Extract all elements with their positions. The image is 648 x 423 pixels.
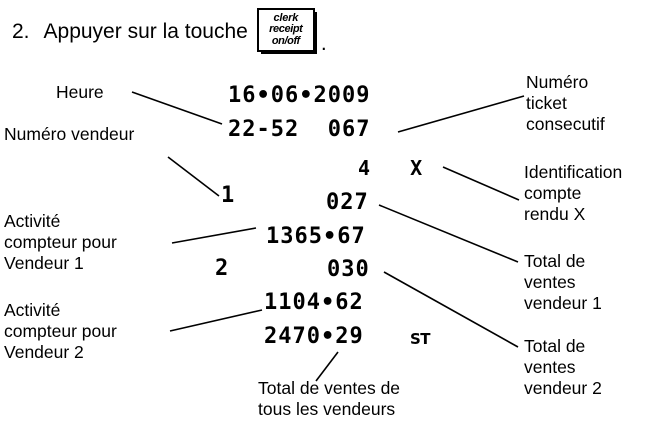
leader-identification [442, 166, 520, 201]
receipt-line-report-x: 4 X [358, 156, 424, 180]
receipt-line-clerk1-total: 1365•67 [266, 224, 366, 249]
annotation-total-v1: Total de ventes vendeur 1 [524, 251, 602, 313]
leader-total-v1 [378, 204, 519, 263]
leader-activite-v2 [169, 309, 263, 332]
step-period: . [320, 32, 327, 55]
receipt-line-clerk1-no: 1 [221, 183, 236, 208]
receipt-line-clerk2-total: 1104•62 [264, 290, 364, 315]
keycap-line-1: clerk [273, 12, 299, 25]
leader-heure [131, 91, 223, 125]
step-instruction: 2. Appuyer sur la touche clerk receipt o… [12, 8, 327, 54]
leader-total-v2 [383, 271, 519, 348]
clerk-receipt-on-off-key[interactable]: clerk receipt on/off [256, 8, 317, 54]
leader-numero-ticket [397, 95, 525, 133]
annotation-identification-x: Identification compte rendu X [524, 162, 623, 224]
step-text: Appuyer sur la touche [43, 19, 248, 43]
step-number: 2. [12, 19, 30, 43]
leader-numero-vendeur [167, 156, 220, 197]
receipt-line-time-ticket: 22-52 067 [228, 117, 371, 142]
receipt-line-grand-total: 2470•29 [264, 324, 364, 349]
annotation-numero-vendeur: Numéro vendeur [4, 124, 135, 144]
keycap-line-3: on/off [271, 34, 300, 47]
annotation-total-tous: Total de ventes de tous les vendeurs [258, 378, 401, 419]
receipt-line-clerk1-count: 027 [326, 190, 369, 215]
annotation-numero-ticket: Numéro ticket consecutif [526, 72, 605, 134]
annotation-activite-v2: Activité compteur pour Vendeur 2 [4, 300, 117, 362]
keycap-line-2: receipt [269, 23, 303, 36]
keycap-face: clerk receipt on/off [256, 8, 315, 52]
receipt-line-date: 16•06•2009 [228, 83, 371, 108]
receipt-line-clerk2-count: 030 [327, 257, 370, 282]
leader-activite-v1 [171, 227, 257, 244]
receipt-st-marker: ST [410, 330, 431, 348]
annotation-heure: Heure [56, 82, 104, 102]
receipt-line-clerk2-no: 2 [215, 256, 230, 281]
leader-total-tous [315, 351, 339, 382]
annotation-activite-v1: Activité compteur pour Vendeur 1 [4, 211, 117, 273]
annotation-total-v2: Total de ventes vendeur 2 [524, 336, 602, 398]
